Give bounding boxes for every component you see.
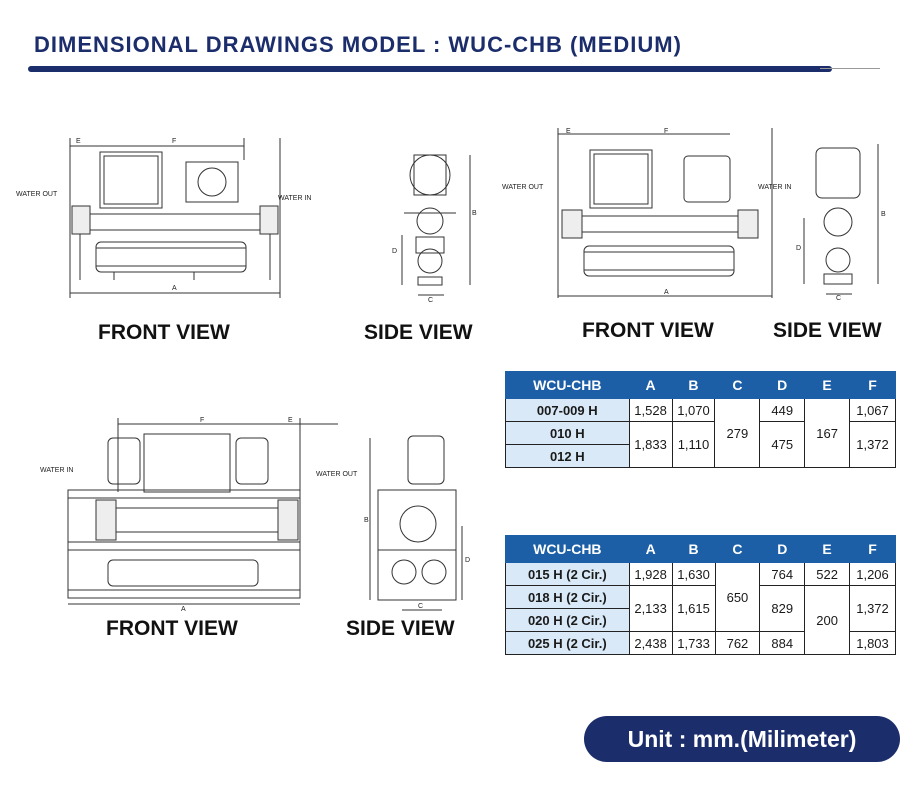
value-cell: 2,438 xyxy=(628,631,673,655)
table-row: 020 H (2 Cir.) xyxy=(505,608,896,632)
page-title: DIMENSIONAL DRAWINGS MODEL : WUC-CHB (ME… xyxy=(34,32,682,57)
value-cell: 762 xyxy=(714,631,761,655)
value-cell: 1,528 xyxy=(628,398,673,422)
col-header-d: D xyxy=(759,371,806,399)
value-cell: 167 xyxy=(804,398,851,468)
value-cell: 475 xyxy=(759,421,806,468)
value-cell: 1,733 xyxy=(671,631,716,655)
table-header-row: WCU-CHB A B C D E F xyxy=(505,371,896,399)
dim-a-label: A xyxy=(664,289,669,296)
col-header-c: C xyxy=(714,371,761,399)
side-view-label-3: SIDE VIEW xyxy=(346,617,455,640)
title-underline-thin xyxy=(820,68,880,69)
model-cell: 025 H (2 Cir.) xyxy=(505,631,630,655)
dim-f-label: F xyxy=(172,138,176,145)
dim-e-label: E xyxy=(76,138,81,145)
value-cell: 449 xyxy=(759,398,806,422)
dim-d-label: D xyxy=(796,245,801,252)
dim-a-label: A xyxy=(172,285,177,292)
dim-c-label: C xyxy=(428,297,433,304)
water-in-label: WATER IN xyxy=(758,184,791,191)
value-cell: 1,928 xyxy=(628,562,673,586)
value-cell: 764 xyxy=(759,562,806,586)
table-row: 007-009 H 1,528 1,070 279 449 167 1,067 xyxy=(505,398,896,468)
dim-e-label: E xyxy=(566,128,571,135)
table-row: 015 H (2 Cir.) 1,928 1,630 650 764 522 1… xyxy=(505,562,896,632)
value-cell: 650 xyxy=(714,562,761,632)
water-out-label: WATER OUT xyxy=(16,191,58,198)
dimension-table-2-circuit: WCU-CHB A B C D E F 015 H (2 Cir.) 1,928… xyxy=(505,535,896,655)
value-cell: 1,070 xyxy=(671,398,716,422)
dim-f-label: F xyxy=(664,128,668,135)
dimension-table-medium: WCU-CHB A B C D E F 007-009 H 1,528 1,07… xyxy=(505,371,896,468)
side-view-label-2: SIDE VIEW xyxy=(773,319,882,342)
front-view-label-2: FRONT VIEW xyxy=(582,319,714,342)
value-cell: 200 xyxy=(804,585,851,655)
front-view-drawing-2: E F A WATER OUT WATER IN xyxy=(502,128,791,302)
unit-badge: Unit : mm.(Milimeter) xyxy=(584,716,900,762)
water-out-label: WATER OUT xyxy=(502,184,544,191)
table-row: 018 H (2 Cir.) 2,133 1,615 829 200 1,372 xyxy=(505,585,896,655)
side-view-drawing-2: B D C xyxy=(796,138,886,302)
col-header-a: A xyxy=(628,535,673,563)
col-header-model: WCU-CHB xyxy=(505,371,630,399)
value-cell: 522 xyxy=(804,562,851,586)
water-out-label: WATER OUT xyxy=(316,471,358,478)
front-view-drawing-1: E F A WATER OUT WATER IN xyxy=(16,138,311,305)
dim-c-label: C xyxy=(836,295,841,302)
table-row: 012 H xyxy=(505,444,896,468)
col-header-model: WCU-CHB xyxy=(505,535,630,563)
value-cell: 1,372 xyxy=(849,421,896,468)
value-cell: 1,110 xyxy=(671,421,716,468)
col-header-c: C xyxy=(714,535,761,563)
dim-b-label: B xyxy=(881,211,886,218)
model-cell: 018 H (2 Cir.) xyxy=(505,585,630,609)
dim-f-label: F xyxy=(200,417,204,424)
value-cell: 829 xyxy=(759,585,806,632)
front-view-label-1: FRONT VIEW xyxy=(98,321,230,344)
table-row: 010 H 1,833 1,110 475 1,372 xyxy=(505,421,896,468)
value-cell: 279 xyxy=(714,398,761,468)
col-header-e: E xyxy=(804,535,851,563)
value-cell: 1,803 xyxy=(849,631,896,655)
front-view-drawing-3: F E A WATER IN WATER OUT xyxy=(40,417,358,613)
value-cell: 1,833 xyxy=(628,421,673,468)
dim-d-label: D xyxy=(392,248,397,255)
value-cell: 1,372 xyxy=(849,585,896,632)
water-in-label: WATER IN xyxy=(278,195,311,202)
value-cell: 2,133 xyxy=(628,585,673,632)
title-underline xyxy=(28,66,832,72)
col-header-b: B xyxy=(671,371,716,399)
dim-a-label: A xyxy=(181,606,186,613)
col-header-e: E xyxy=(804,371,851,399)
table-header-row: WCU-CHB A B C D E F xyxy=(505,535,896,563)
dim-c-label: C xyxy=(418,603,423,610)
side-view-drawing-3: B D C xyxy=(364,426,470,616)
front-view-label-3: FRONT VIEW xyxy=(106,617,238,640)
model-cell: 012 H xyxy=(505,444,630,468)
col-header-d: D xyxy=(759,535,806,563)
dim-d-label: D xyxy=(465,557,470,564)
model-cell: 015 H (2 Cir.) xyxy=(505,562,630,586)
model-cell: 020 H (2 Cir.) xyxy=(505,608,630,632)
dim-b-label: B xyxy=(472,210,477,217)
value-cell: 1,630 xyxy=(671,562,716,586)
col-header-f: F xyxy=(849,535,896,563)
col-header-a: A xyxy=(628,371,673,399)
col-header-b: B xyxy=(671,535,716,563)
value-cell: 884 xyxy=(759,631,806,655)
side-view-drawing-1: B D C xyxy=(392,145,477,304)
dim-b-label: B xyxy=(364,517,369,524)
col-header-f: F xyxy=(849,371,896,399)
water-in-label: WATER IN xyxy=(40,467,73,474)
side-view-label-1: SIDE VIEW xyxy=(364,321,473,344)
value-cell: 1,615 xyxy=(671,585,716,632)
dim-e-label: E xyxy=(288,417,293,424)
table-row: 025 H (2 Cir.) 2,438 1,733 762 884 1,803 xyxy=(505,631,896,655)
model-cell: 010 H xyxy=(505,421,630,445)
value-cell: 1,067 xyxy=(849,398,896,422)
model-cell: 007-009 H xyxy=(505,398,630,422)
value-cell: 1,206 xyxy=(849,562,896,586)
